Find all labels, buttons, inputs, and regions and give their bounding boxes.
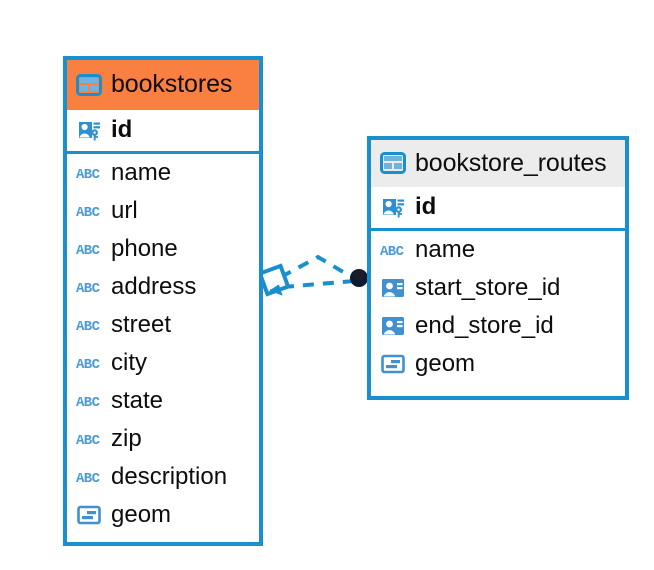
svg-text:ABC: ABC: [380, 244, 405, 258]
entity-title: bookstore_routes: [415, 148, 607, 177]
field-row-start-store-id[interactable]: start_store_id: [371, 269, 625, 307]
diamond-handle-icon[interactable]: [257, 263, 291, 297]
svg-text:ABC: ABC: [76, 243, 101, 257]
svg-text:ABC: ABC: [76, 167, 101, 181]
entity-bookstore-routes[interactable]: bookstore_routes: [367, 136, 629, 400]
field-row-description[interactable]: ABC description: [67, 458, 259, 496]
primary-key-icon: [76, 117, 102, 143]
field-label: zip: [111, 424, 142, 452]
field-label: street: [111, 310, 172, 338]
field-label: city: [111, 348, 147, 376]
field-row-address[interactable]: ABC address: [67, 268, 259, 306]
entity-title: bookstores: [111, 70, 233, 99]
svg-text:ABC: ABC: [76, 395, 101, 409]
field-row-phone[interactable]: ABC phone: [67, 230, 259, 268]
field-label: phone: [111, 234, 178, 262]
field-row-state[interactable]: ABC state: [67, 382, 259, 420]
entity-header-bookstores[interactable]: bookstores: [67, 60, 259, 110]
field-row-id[interactable]: id: [371, 187, 625, 231]
svg-text:ABC: ABC: [76, 205, 101, 219]
field-label: end_store_id: [415, 311, 554, 339]
table-icon: [76, 72, 102, 98]
field-label: state: [111, 386, 164, 414]
geometry-icon: [380, 351, 406, 377]
primary-key-icon: [380, 194, 406, 220]
entity-header-bookstore-routes[interactable]: bookstore_routes: [371, 140, 625, 187]
field-label: start_store_id: [415, 273, 561, 301]
entity-fields-bookstore-routes: id ABC name: [371, 187, 625, 383]
svg-text:ABC: ABC: [76, 433, 101, 447]
svg-text:ABC: ABC: [76, 281, 101, 295]
field-label: id: [415, 193, 437, 221]
field-label: id: [111, 116, 133, 144]
field-row-geom[interactable]: geom: [371, 345, 625, 383]
field-row-street[interactable]: ABC street: [67, 306, 259, 344]
field-label: name: [111, 158, 172, 186]
text-abc-icon: ABC: [76, 165, 102, 181]
text-abc-icon: ABC: [380, 242, 406, 258]
field-row-name[interactable]: ABC name: [371, 231, 625, 269]
field-row-name[interactable]: ABC name: [67, 154, 259, 192]
field-label: geom: [111, 500, 172, 528]
svg-text:ABC: ABC: [76, 319, 101, 333]
foreign-key-icon: [380, 275, 406, 301]
geometry-icon: [76, 502, 102, 528]
field-label: url: [111, 196, 138, 224]
field-label: name: [415, 235, 476, 263]
field-row-city[interactable]: ABC city: [67, 344, 259, 382]
circle-endpoint-icon[interactable]: [350, 269, 368, 287]
field-label: geom: [415, 349, 476, 377]
text-abc-icon: ABC: [76, 431, 102, 447]
text-abc-icon: ABC: [76, 317, 102, 333]
field-label: description: [111, 462, 228, 490]
svg-text:ABC: ABC: [76, 471, 101, 485]
text-abc-icon: ABC: [76, 469, 102, 485]
entity-bookstores[interactable]: bookstores: [63, 56, 263, 546]
table-icon: [380, 150, 406, 176]
text-abc-icon: ABC: [76, 279, 102, 295]
field-row-end-store-id[interactable]: end_store_id: [371, 307, 625, 345]
text-abc-icon: ABC: [76, 203, 102, 219]
relationship-line-lower: [282, 279, 355, 289]
field-label: address: [111, 272, 197, 300]
text-abc-icon: ABC: [76, 393, 102, 409]
svg-text:ABC: ABC: [76, 357, 101, 371]
field-row-zip[interactable]: ABC zip: [67, 420, 259, 458]
text-abc-icon: ABC: [76, 355, 102, 371]
entity-fields-bookstores: id ABC name ABC url: [67, 110, 259, 534]
text-abc-icon: ABC: [76, 241, 102, 257]
field-row-geom[interactable]: geom: [67, 496, 259, 534]
relationship-line-upper: [280, 254, 357, 281]
field-row-id[interactable]: id: [67, 110, 259, 154]
foreign-key-icon: [380, 313, 406, 339]
field-row-url[interactable]: ABC url: [67, 192, 259, 230]
